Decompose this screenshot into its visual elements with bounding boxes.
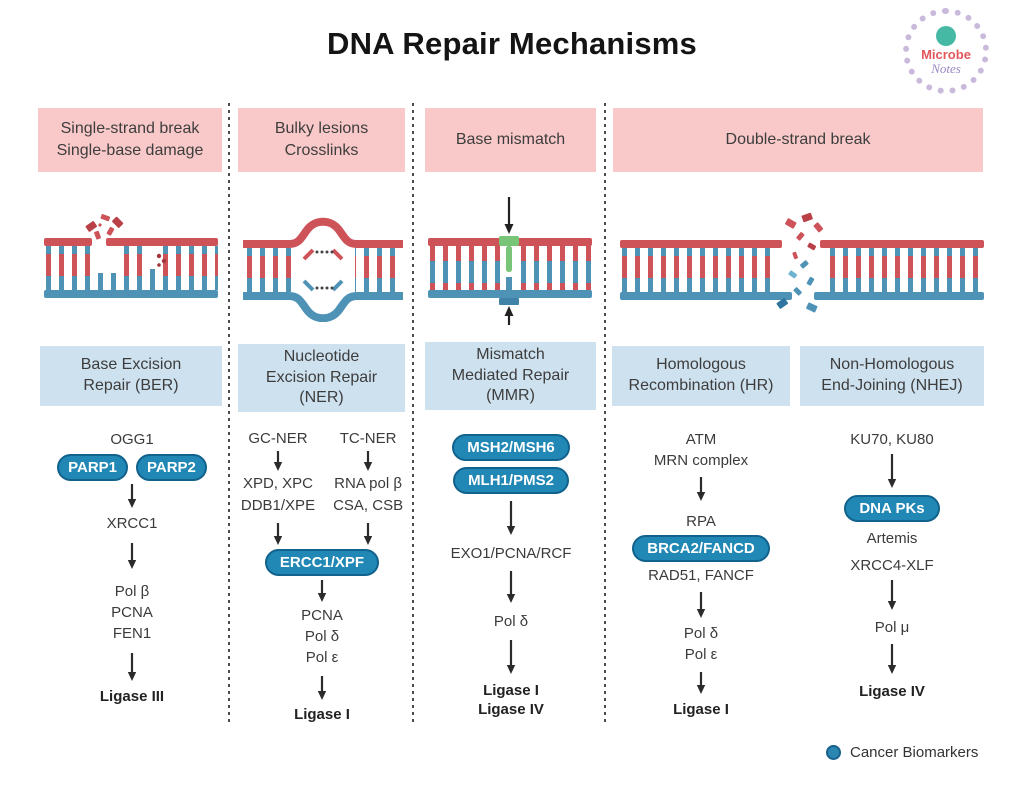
down-arrow-icon <box>887 579 897 610</box>
bulky-lesion-dna-illustration <box>243 217 403 322</box>
down-arrow-icon <box>506 571 516 604</box>
down-arrow-icon <box>273 451 283 472</box>
base-mismatch-dna-illustration <box>428 197 592 325</box>
ner-branch-tc-title: TC-NER <box>339 430 397 447</box>
biomarker-pill-msh2-msh6: MSH2/MSH6 <box>452 434 570 461</box>
legend: Cancer Biomarkers <box>826 744 978 761</box>
pathway-ber: OGG1 PARP1 PARP2 XRCC1 Pol β PCNA FEN1 L… <box>40 429 224 707</box>
pathway-ner: GC-NER XPD, XPC DDB1/XPE TC-NER RNA pol … <box>236 428 408 724</box>
hr-step-polymerases: Pol δ Pol ε <box>683 625 719 664</box>
damage-header-double-strand-break: Double-strand break <box>613 108 983 172</box>
double-strand-break-dna-illustration <box>620 212 984 313</box>
repair-header-nhej: Non-Homologous End-Joining (NHEJ) <box>800 346 984 406</box>
legend-label: Cancer Biomarkers <box>850 744 979 761</box>
repair-header-hr: Homologous Recombination (HR) <box>612 346 790 406</box>
nhej-step-pol-mu: Pol μ <box>874 618 910 636</box>
hr-step-rad51: RAD51, FANCF <box>648 566 754 584</box>
hr-step-rpa: RPA <box>686 512 716 530</box>
ber-final-ligase: Ligase III <box>99 688 165 706</box>
biomarker-pill-parp1: PARP1 <box>57 454 128 482</box>
down-arrow-icon <box>127 484 137 509</box>
column-divider-3 <box>604 103 606 725</box>
down-arrow-icon <box>696 592 706 619</box>
logo-word-notes: Notes <box>931 60 961 76</box>
down-arrow-icon <box>317 579 327 602</box>
biomarker-pill-dna-pks: DNA PKs <box>844 495 940 523</box>
nhej-step-xrcc4: XRCC4-XLF <box>850 556 934 574</box>
down-arrow-icon <box>273 522 283 545</box>
ner-branches: GC-NER XPD, XPC DDB1/XPE TC-NER RNA pol … <box>241 428 403 545</box>
ner-branch-gc-step: XPD, XPC DDB1/XPE <box>240 475 316 514</box>
column-divider-2 <box>412 103 414 725</box>
damage-header-bulky-lesions: Bulky lesions Crosslinks <box>238 108 405 172</box>
damage-header-base-mismatch: Base mismatch <box>425 108 596 172</box>
ner-branch-tc: TC-NER RNA pol β CSA, CSB <box>333 428 403 545</box>
repair-header-ner: Nucleotide Excision Repair (NER) <box>238 344 405 412</box>
down-arrow-icon <box>887 454 897 489</box>
nhej-step-ku: KU70, KU80 <box>850 431 934 448</box>
page-title: DNA Repair Mechanisms <box>327 26 697 61</box>
nhej-step-artemis: Artemis <box>866 530 918 548</box>
logo-globe-icon <box>936 26 956 47</box>
damage-header-single-strand-break: Single-strand break Single-base damage <box>38 108 222 172</box>
hr-step-atm-mrn: ATM MRN complex <box>653 431 749 470</box>
down-arrow-icon <box>506 501 516 535</box>
column-divider-1 <box>228 103 230 725</box>
mmr-step-pol-delta: Pol δ <box>493 613 529 631</box>
down-arrow-icon <box>506 639 516 674</box>
down-arrow-icon <box>127 653 137 682</box>
ber-step-xrcc1: XRCC1 <box>106 515 158 533</box>
microbe-notes-logo: Microbe Notes <box>903 8 989 94</box>
biomarker-pill-mlh1-pms2: MLH1/PMS2 <box>453 467 569 494</box>
repair-header-mmr: Mismatch Mediated Repair (MMR) <box>425 342 596 410</box>
hr-final-ligase: Ligase I <box>673 700 729 718</box>
nhej-final-ligase: Ligase IV <box>859 683 925 701</box>
biomarker-pill-ercc1-xpf: ERCC1/XPF <box>264 548 380 576</box>
ner-step-polymerases: PCNA Pol δ Pol ε <box>301 606 343 667</box>
ber-step-ogg1: OGG1 <box>110 431 154 448</box>
down-arrow-icon <box>887 644 897 675</box>
cancer-biomarker-dot-icon <box>826 745 841 760</box>
logo-word-microbe: Microbe <box>921 47 971 63</box>
down-arrow-icon <box>696 671 706 694</box>
mmr-final-ligases: Ligase I Ligase IV <box>478 681 544 719</box>
ner-branch-gc: GC-NER XPD, XPC DDB1/XPE <box>241 428 315 545</box>
ner-branch-gc-title: GC-NER <box>248 430 308 447</box>
pathway-hr: ATM MRN complex RPA BRCA2/FANCD RAD51, F… <box>610 429 792 719</box>
down-arrow-icon <box>696 476 706 501</box>
biomarker-pill-brca2-fancd: BRCA2/FANCD <box>632 534 770 562</box>
pathway-mmr: MSH2/MSH6 MLH1/PMS2 EXO1/PCNA/RCF Pol δ … <box>423 434 599 720</box>
ber-parp-pills: PARP1 PARP2 <box>57 454 207 482</box>
mmr-step-exo1: EXO1/PCNA/RCF <box>450 545 572 562</box>
down-arrow-icon <box>363 451 373 472</box>
ner-branch-tc-step: RNA pol β CSA, CSB <box>333 475 404 514</box>
single-strand-break-dna-illustration <box>44 214 218 298</box>
repair-header-ber: Base Excision Repair (BER) <box>40 346 222 406</box>
ner-final-ligase: Ligase I <box>294 705 350 723</box>
down-arrow-icon <box>317 675 327 700</box>
pathway-nhej: KU70, KU80 DNA PKs Artemis XRCC4-XLF Pol… <box>796 429 988 702</box>
down-arrow-icon <box>363 522 373 545</box>
ber-step-polymerases: Pol β PCNA FEN1 <box>111 582 153 643</box>
down-arrow-icon <box>127 542 137 569</box>
biomarker-pill-parp2: PARP2 <box>136 454 207 482</box>
